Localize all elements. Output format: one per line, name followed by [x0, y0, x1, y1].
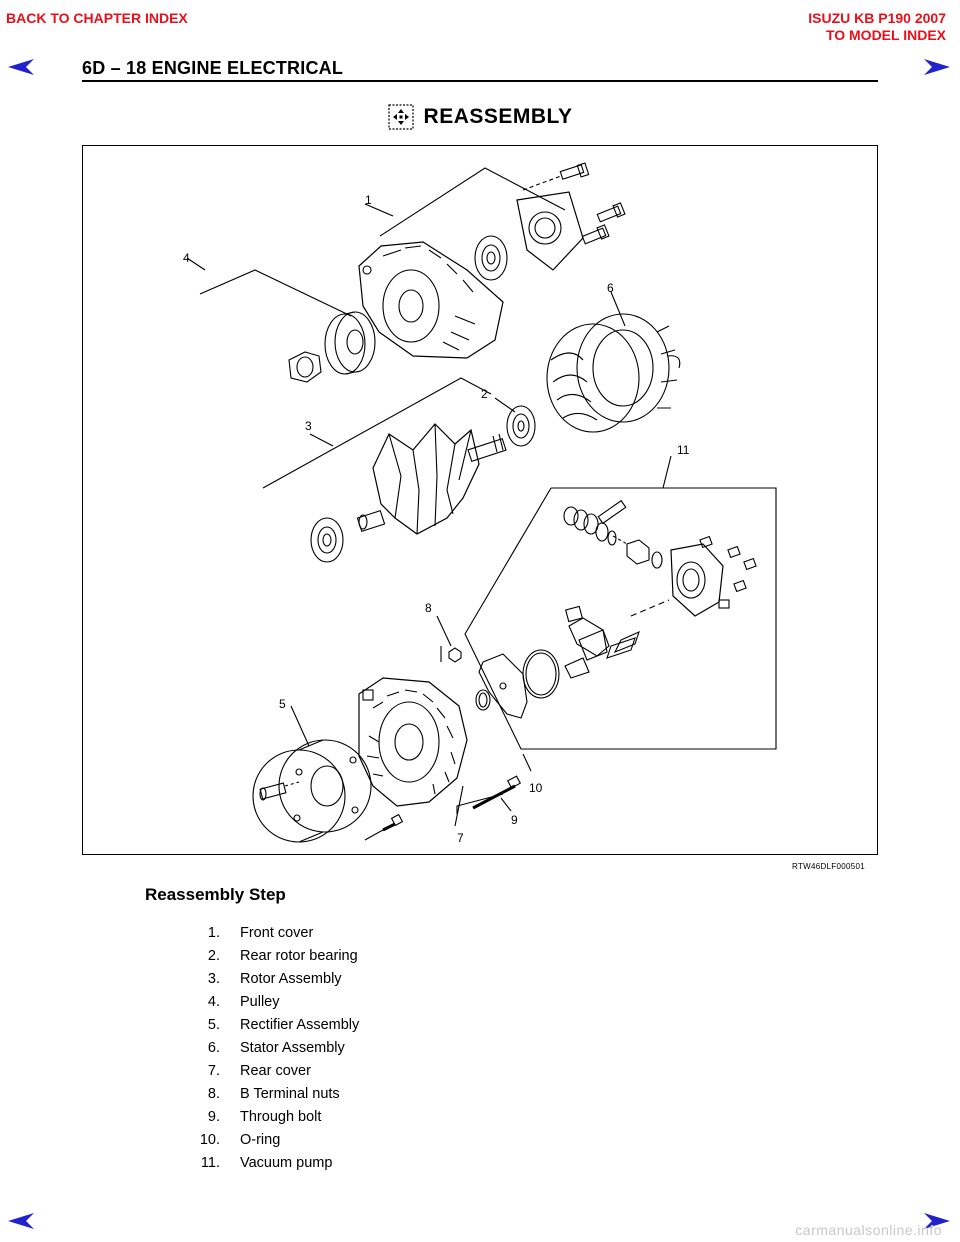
leader-3-2 — [262, 377, 492, 489]
list-item: 4.Pulley — [207, 994, 280, 1010]
vacuum-pump-parts — [563, 499, 757, 679]
stator-part — [546, 313, 681, 433]
list-item: 10.O-ring — [199, 1132, 281, 1148]
vacuum-pump-inset — [464, 487, 777, 750]
prev-page-arrow-icon[interactable] — [6, 56, 36, 78]
figure-code: RTW46DLF000501 — [792, 862, 865, 871]
callout-10: 10 — [529, 781, 543, 795]
through-bolts — [364, 775, 522, 841]
b-terminal-nut — [440, 646, 462, 663]
alternator-exploded-diagram: 1 2 3 4 5 6 7 8 9 10 11 — [183, 162, 777, 845]
exploded-view-figure: 1 2 3 4 5 6 7 8 9 10 11 RTW46DLF000501 — [82, 145, 878, 871]
callout-8: 8 — [425, 601, 432, 615]
leader-1 — [379, 167, 566, 237]
reassembly-step-heading: Reassembly Step — [145, 885, 286, 904]
callout-2: 2 — [481, 387, 488, 401]
list-item: 8.B Terminal nuts — [207, 1086, 340, 1102]
callout-7: 7 — [457, 831, 464, 845]
list-item: 7.Rear cover — [207, 1063, 311, 1079]
model-title-link[interactable]: ISUZU KB P190 2007 — [808, 10, 946, 26]
leader-4 — [199, 269, 352, 317]
page-header: 6D – 18 ENGINE ELECTRICAL — [82, 58, 344, 78]
watermark: carmanualsonline.info — [795, 1222, 942, 1238]
list-item: 2.Rear rotor bearing — [207, 948, 358, 964]
next-page-arrow-bottom-icon[interactable] — [922, 1210, 952, 1232]
list-item: 5.Rectifier Assembly — [207, 1017, 360, 1033]
header-divider — [82, 80, 878, 82]
front-cover-part — [358, 241, 504, 359]
rotor-part — [356, 423, 507, 535]
pulley-nut — [288, 351, 322, 383]
reassembly-icon — [387, 104, 414, 130]
section-title-text: REASSEMBLY — [423, 105, 573, 128]
callout-5: 5 — [279, 697, 286, 711]
callout-11: 11 — [677, 443, 690, 457]
to-model-index-link[interactable]: TO MODEL INDEX — [825, 27, 946, 43]
back-to-chapter-index-link[interactable]: BACK TO CHAPTER INDEX — [6, 10, 188, 26]
callout-labels: 1 2 3 4 5 6 7 8 9 10 11 — [183, 193, 690, 845]
o-ring-part — [475, 689, 491, 711]
rectifier-plate — [478, 649, 560, 719]
list-item: 6.Stator Assembly — [207, 1040, 345, 1056]
rectifier-assembly-part — [252, 739, 372, 843]
reassembly-step-list: 1.Front cover 2.Rear rotor bearing 3.Rot… — [180, 922, 359, 1175]
list-item: 1.Front cover — [207, 925, 314, 941]
next-page-arrow-icon[interactable] — [922, 56, 952, 78]
list-item: 9.Through bolt — [207, 1109, 322, 1125]
callout-6: 6 — [607, 281, 614, 295]
rear-cover-part — [358, 677, 468, 807]
list-item: 3.Rotor Assembly — [207, 971, 342, 987]
callout-9: 9 — [511, 813, 518, 827]
prev-page-arrow-bottom-icon[interactable] — [6, 1210, 36, 1232]
section-title: REASSEMBLY — [0, 104, 960, 130]
callout-4: 4 — [183, 251, 190, 265]
callout-3: 3 — [305, 419, 312, 433]
model-nav: ISUZU KB P190 2007 TO MODEL INDEX — [808, 10, 946, 44]
cover-bolts — [522, 162, 626, 245]
callout-1: 1 — [365, 193, 372, 207]
pulley-part — [324, 311, 376, 375]
list-item: 11.Vacuum pump — [200, 1155, 333, 1171]
